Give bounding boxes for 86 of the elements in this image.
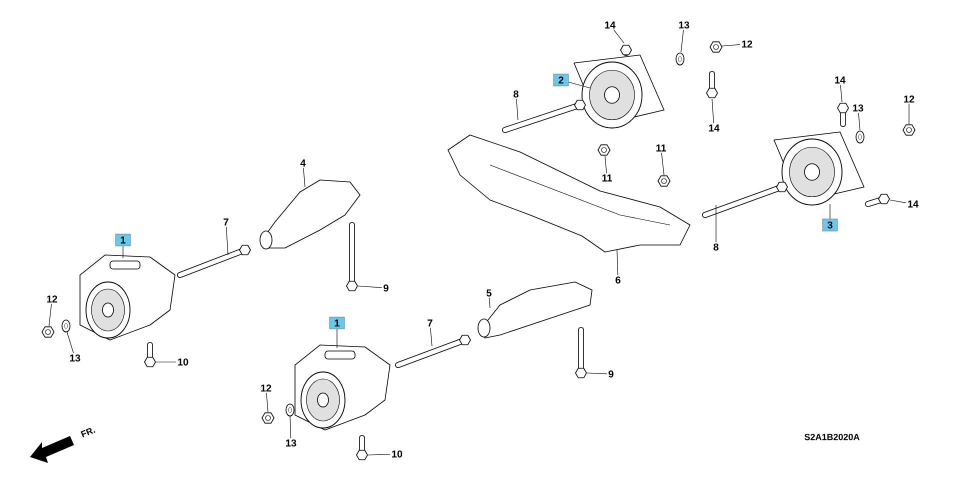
engine-mount bbox=[774, 132, 864, 206]
bolt bbox=[356, 435, 368, 460]
callout-number: 7 bbox=[426, 318, 434, 328]
nut bbox=[902, 124, 916, 136]
leader-line bbox=[616, 250, 618, 276]
washer bbox=[62, 320, 70, 332]
callout-box: 1 bbox=[115, 234, 131, 246]
crossmember bbox=[448, 134, 690, 252]
callout-number: 12 bbox=[740, 39, 754, 49]
bolt bbox=[177, 244, 251, 278]
bolt bbox=[502, 100, 586, 133]
bolt bbox=[144, 342, 156, 368]
callout-number: 5 bbox=[485, 288, 493, 298]
direction-label: FR. bbox=[80, 428, 96, 438]
washer bbox=[856, 130, 864, 144]
leader-line bbox=[66, 332, 74, 354]
callout-number: 14 bbox=[707, 123, 721, 133]
callout-number: 11 bbox=[600, 173, 614, 183]
callout-number: 13 bbox=[851, 103, 865, 113]
leader-line bbox=[48, 304, 52, 326]
callout-number: 14 bbox=[906, 199, 920, 209]
callout-box: 3 bbox=[822, 218, 838, 232]
nut bbox=[658, 175, 670, 187]
callout-number: 14 bbox=[833, 75, 847, 85]
leader-line bbox=[122, 246, 124, 258]
bolt bbox=[702, 182, 788, 218]
nut bbox=[262, 412, 274, 424]
leader-line bbox=[661, 152, 664, 176]
callout-number: 10 bbox=[176, 357, 190, 367]
leader-line bbox=[604, 156, 607, 174]
callout-number: 11 bbox=[654, 143, 668, 153]
nut bbox=[42, 326, 54, 338]
bolt bbox=[620, 44, 632, 56]
bolt bbox=[837, 102, 849, 127]
leader-line bbox=[358, 286, 382, 288]
callout-box: 2 bbox=[553, 74, 569, 86]
leader-line bbox=[516, 98, 518, 120]
bolt bbox=[706, 71, 718, 98]
bolt bbox=[395, 334, 471, 368]
callout-number: 13 bbox=[284, 438, 298, 448]
callout-number: 12 bbox=[902, 94, 916, 104]
callout-box: 1 bbox=[329, 316, 345, 330]
diagram-code: S2A1B2020A bbox=[804, 434, 860, 440]
leader-line bbox=[858, 112, 860, 130]
mount-bracket bbox=[478, 282, 592, 338]
mount-bracket bbox=[260, 180, 360, 250]
engine-mount bbox=[574, 54, 664, 128]
leader-line bbox=[568, 82, 590, 88]
leader-line bbox=[336, 328, 338, 348]
callout-number: 4 bbox=[299, 158, 307, 168]
callout-number: 8 bbox=[512, 89, 520, 99]
leader-line bbox=[226, 226, 228, 256]
leader-line bbox=[303, 168, 306, 188]
callout-number: 14 bbox=[603, 20, 617, 30]
callout-number: 8 bbox=[712, 242, 720, 252]
callout-number: 10 bbox=[390, 449, 404, 459]
callout-number: 13 bbox=[677, 20, 691, 30]
leader-line bbox=[908, 104, 910, 124]
leader-line bbox=[489, 298, 490, 308]
callout-number: 12 bbox=[259, 383, 273, 393]
bolt bbox=[346, 222, 358, 292]
engine-mount bbox=[294, 344, 390, 430]
leader-line bbox=[722, 44, 740, 46]
nut bbox=[598, 144, 610, 156]
leader-line bbox=[586, 372, 608, 374]
callout-number: 6 bbox=[614, 275, 622, 285]
leader-line bbox=[712, 98, 714, 124]
callout-number: 7 bbox=[222, 217, 230, 227]
callout-number: 9 bbox=[607, 369, 615, 379]
bolt bbox=[865, 194, 890, 207]
leader-line bbox=[290, 416, 292, 438]
leader-line bbox=[840, 84, 842, 102]
bolt bbox=[575, 327, 587, 378]
engine-mount bbox=[80, 254, 176, 340]
callout-number: 13 bbox=[68, 353, 82, 363]
nut bbox=[710, 41, 722, 53]
leader-line bbox=[266, 392, 268, 412]
leader-line bbox=[430, 328, 432, 346]
callout-number: 12 bbox=[45, 294, 59, 304]
leader-line bbox=[680, 30, 684, 52]
washer bbox=[676, 52, 684, 66]
leader-line bbox=[368, 454, 390, 456]
leader-line bbox=[613, 30, 624, 44]
leader-line bbox=[890, 200, 906, 204]
callout-number: 9 bbox=[382, 283, 390, 293]
washer bbox=[286, 404, 294, 416]
